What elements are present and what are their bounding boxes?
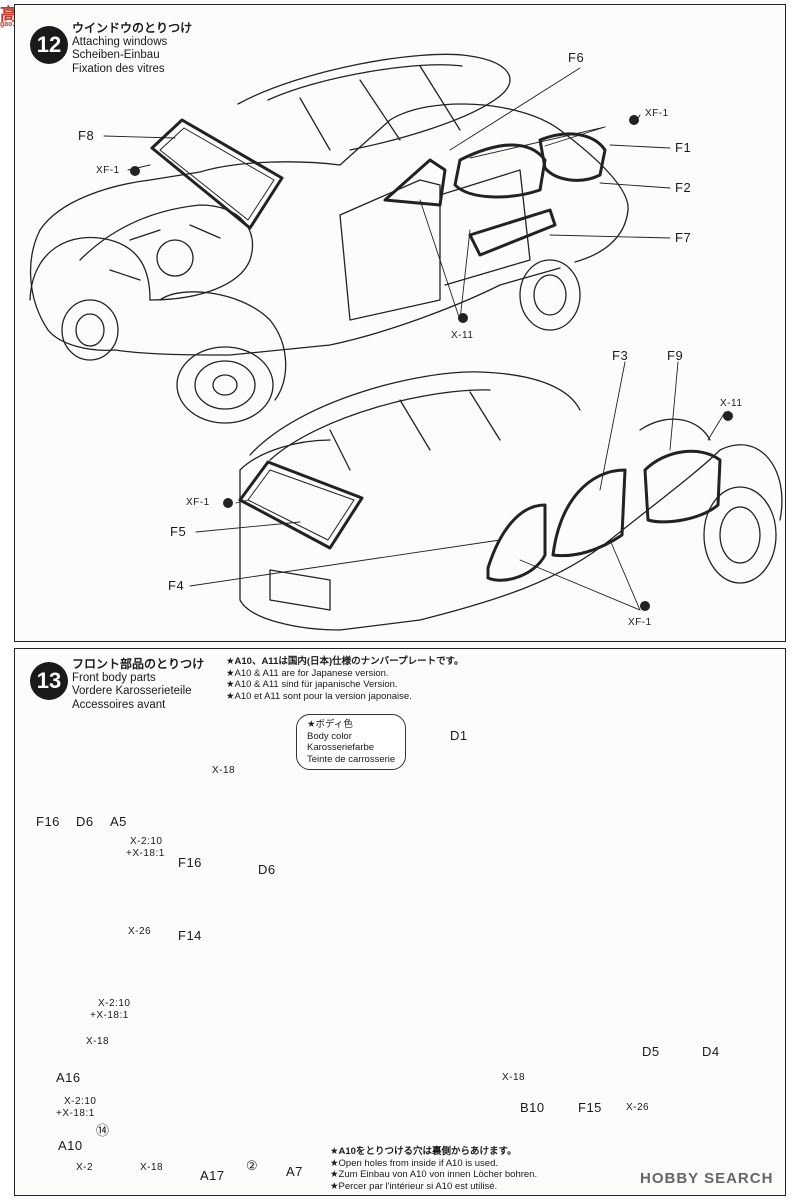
label-a7: A7 [286, 1164, 303, 1179]
label-f8: F8 [78, 128, 95, 143]
label-x18-c2: +X-18:1 [56, 1108, 95, 1119]
body-color-note: ★ボディ色 Body color Karosseriefarbe Teinte … [296, 714, 407, 770]
label-x18-c: X-18 [140, 1162, 164, 1173]
label-a16: A16 [56, 1070, 81, 1085]
step-12-title-en: Attaching windows [72, 35, 168, 48]
step-12-title-de: Scheiben-Einbau [72, 49, 160, 61]
step-13-title-jp: フロント部品のとりつけ [72, 657, 205, 671]
hole-note-fr: ★Percer par l'intérieur si A10 est utili… [330, 1180, 498, 1192]
label-f14: F14 [178, 928, 202, 943]
label-x18-b: X-18 [86, 1036, 110, 1047]
label-f3: F3 [612, 348, 629, 363]
step-12-title: ウインドウのとりつけ Attaching windows Scheiben-Ei… [72, 21, 193, 76]
label-d6-a: D6 [76, 814, 94, 829]
label-x26-a: X-26 [128, 926, 152, 937]
label-f4: F4 [168, 578, 185, 593]
hole-note-jp: ★A10をとりつける穴は裏側からあけます。 [330, 1146, 517, 1157]
version-note-fr: ★A10 et A11 sont pour la version japonai… [226, 690, 412, 702]
brand-watermark: HOBBY SEARCH [640, 1170, 774, 1187]
step-13-title-en: Front body parts [72, 671, 156, 684]
version-note-jp: ★A10、A11は国内(日本)仕様のナンバープレートです。 [226, 656, 464, 667]
label-f16-a: F16 [36, 814, 60, 829]
version-note-de: ★A10 & A11 sind für japanische Version. [226, 679, 398, 690]
label-circle-14: ⑭ [96, 1123, 110, 1138]
label-f6: F6 [568, 50, 585, 65]
label-d6-b: D6 [258, 862, 276, 877]
car-illustration-upper [29, 53, 629, 424]
label-x11-a: X-11 [451, 330, 474, 341]
label-a10: A10 [58, 1138, 83, 1153]
step-13-number: 13 [30, 662, 68, 700]
glue-markers [130, 115, 733, 611]
version-note-en: ★A10 & A11 are for Japanese version. [226, 667, 389, 679]
label-d1: D1 [450, 728, 468, 743]
hole-notes: ★A10をとりつける穴は裏側からあけます。 ★Open holes from i… [330, 1146, 537, 1192]
label-x2-c: X-2:10 [64, 1096, 97, 1107]
label-x18-a2: +X-18:1 [126, 848, 165, 859]
step-12-title-jp: ウインドウのとりつけ [72, 21, 193, 35]
hole-note-en: ★Open holes from inside if A10 is used. [330, 1157, 498, 1169]
version-notes: ★A10、A11は国内(日本)仕様のナンバープレートです。 ★A10 & A11… [226, 656, 464, 702]
label-a5: A5 [110, 814, 127, 829]
label-x2-a2: X-2 [76, 1162, 94, 1173]
label-f1: F1 [675, 140, 692, 155]
step-13-title-de: Vordere Karosserieteile [72, 685, 192, 697]
label-f7: F7 [675, 230, 692, 245]
label-xf1-b: XF-1 [645, 108, 669, 119]
body-color-jp: ★ボディ色 [307, 719, 353, 730]
step-12-panel [14, 4, 786, 642]
label-xf1-a: XF-1 [96, 165, 120, 176]
label-f15: F15 [578, 1100, 602, 1115]
step-13-title: フロント部品のとりつけ Front body parts Vordere Kar… [72, 657, 205, 712]
label-b10: B10 [520, 1100, 545, 1115]
label-f5: F5 [170, 524, 187, 539]
label-x26-b: X-26 [626, 1102, 650, 1113]
label-d4: D4 [702, 1044, 720, 1059]
body-color-de: Karosseriefarbe [307, 742, 375, 753]
label-xf1-c: XF-1 [186, 497, 210, 508]
leader-lines-step12 [103, 67, 726, 611]
label-f2: F2 [675, 180, 692, 195]
step-12-title-fr: Fixation des vitres [72, 62, 165, 75]
label-x18-a: X-18 [212, 765, 236, 776]
label-d5: D5 [642, 1044, 660, 1059]
label-xf1-d: XF-1 [628, 617, 652, 628]
label-x11-b: X-11 [720, 398, 743, 409]
label-x18-d: X-18 [502, 1072, 526, 1083]
label-circle-2: ② [246, 1158, 259, 1173]
step-13-title-fr: Accessoires avant [72, 698, 166, 711]
body-color-fr: Teinte de carrosserie [307, 753, 396, 765]
hole-note-de: ★Zum Einbau von A10 von innen Löcher boh… [330, 1169, 538, 1180]
label-x18-b2: +X-18:1 [90, 1010, 129, 1021]
label-a17: A17 [200, 1168, 225, 1183]
label-x2-b: X-2:10 [98, 998, 131, 1009]
step-12-number: 12 [30, 26, 68, 64]
label-f16-b: F16 [178, 855, 202, 870]
car-illustration-lower [238, 371, 783, 631]
body-color-en: Body color [307, 730, 352, 742]
label-f9: F9 [667, 348, 684, 363]
label-x2-a: X-2:10 [130, 836, 163, 847]
